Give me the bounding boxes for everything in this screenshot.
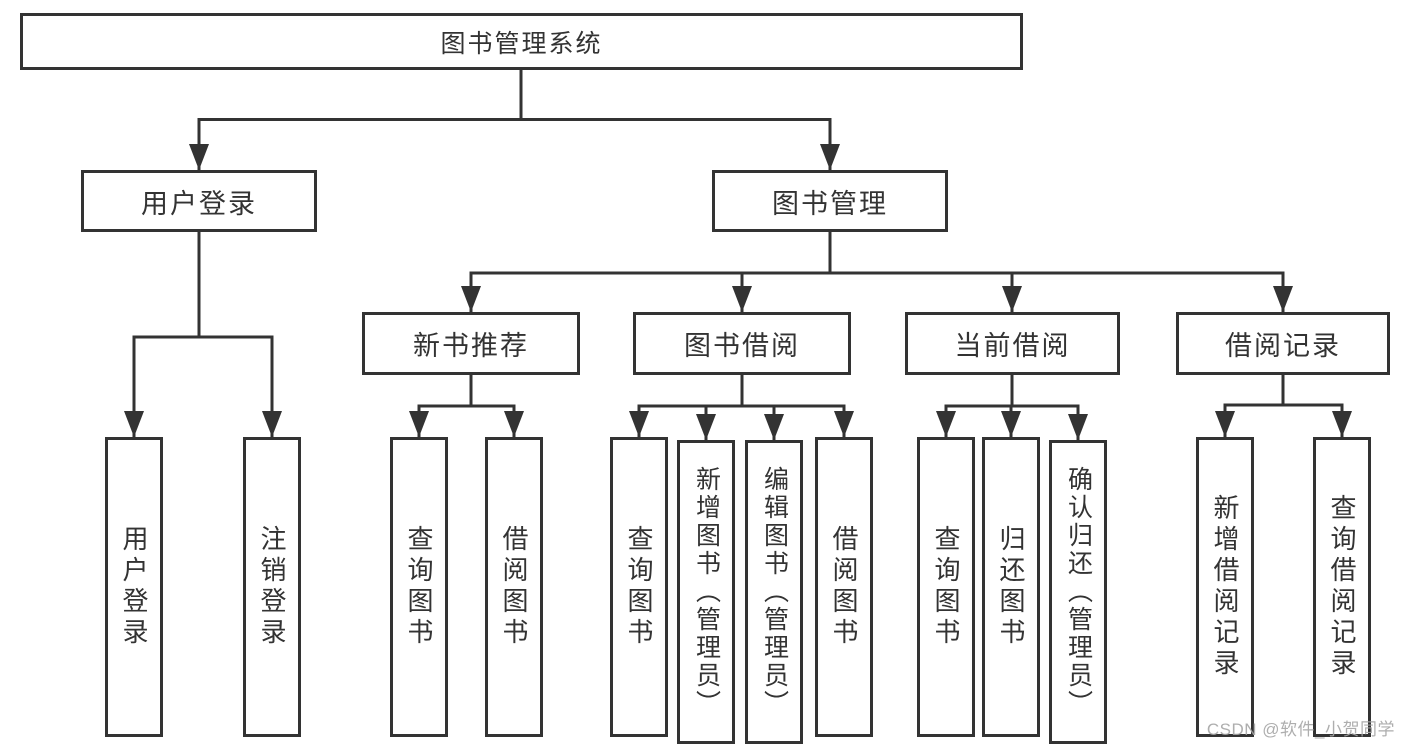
node-user-login: 用户登录 [81,170,317,232]
leaf-logout-login: 注销登录 [243,437,301,737]
leaf-newbook-borrow-books: 借阅图书 [485,437,543,737]
leaf-borrow-edit-books-admin: 编辑图书（管理员） [745,440,803,744]
leaf-current-confirm-return-admin: 确认归还（管理员） [1049,440,1107,744]
node-root: 图书管理系统 [20,13,1023,70]
watermark: CSDN @软件_小贺同学 [1206,720,1395,739]
node-book-borrow: 图书借阅 [633,312,851,375]
node-current-borrow: 当前借阅 [905,312,1120,375]
leaf-records-add-record: 新增借阅记录 [1196,437,1254,737]
leaf-user-login: 用户登录 [105,437,163,737]
leaf-newbook-query-books: 查询图书 [390,437,448,737]
node-borrow-records: 借阅记录 [1176,312,1390,375]
leaf-current-return-books: 归还图书 [982,437,1040,737]
leaf-borrow-query-books: 查询图书 [610,437,668,737]
leaf-borrow-add-books-admin: 新增图书（管理员） [677,440,735,744]
leaf-current-query-books: 查询图书 [917,437,975,737]
node-new-book-recommend: 新书推荐 [362,312,580,375]
node-book-management: 图书管理 [712,170,948,232]
leaf-records-query-record: 查询借阅记录 [1313,437,1371,737]
leaf-borrow-borrow-books: 借阅图书 [815,437,873,737]
